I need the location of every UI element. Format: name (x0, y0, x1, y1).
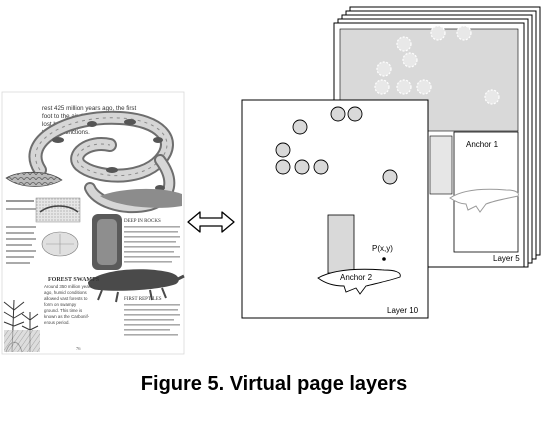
fish-illustration (5, 171, 63, 187)
double-arrow (187, 211, 235, 233)
book-heading-reptiles: FIRST REPTILES (124, 297, 162, 302)
book-text-line: ground. This time is (44, 308, 83, 313)
book-text-line: rest 425 million years ago, the first (42, 105, 137, 112)
book-text-line: allowed vast forests to (44, 296, 88, 301)
book-sidebar-title: DEEP IN ROCKS (124, 219, 161, 224)
book-right-lower-text (124, 304, 180, 336)
figure-caption: Figure 5. Virtual page layers (140, 373, 408, 395)
anchor-2-label: Anchor 2 (340, 273, 373, 282)
book-right-column: DEEP IN ROCKS (124, 219, 180, 263)
back-layer-stack: Anchor 1 Layer 5 (333, 6, 541, 268)
creature-illustration (100, 188, 182, 208)
layer-5: Anchor 1 Layer 5 (333, 22, 525, 268)
book-page-number: 76 (76, 346, 81, 351)
point-label: P(x,y) (372, 244, 393, 253)
book-side-text (6, 200, 36, 264)
book-text-line: known as the Carbonif- (44, 314, 90, 319)
anchor-1-label: Anchor 1 (466, 140, 499, 149)
anchor-2-reptile-outline (317, 268, 401, 295)
book-page: rest 425 million years ago, the first fo… (1, 91, 185, 355)
book-text-line: form on swampy (44, 302, 77, 307)
book-text-line: ago, humid conditions (44, 290, 88, 295)
layer-10-gray-rect (327, 214, 355, 274)
reptile-illustration (88, 269, 179, 291)
book-left-text: Around 350 million years ago, humid cond… (44, 284, 93, 325)
book-text-line: erous period. (44, 320, 70, 325)
layer-5-label: Layer 5 (493, 254, 520, 263)
book-text-line: Around 350 million years (44, 284, 93, 289)
layer-5-small-rect (429, 135, 453, 195)
layer-10: P(x,y) Anchor 2 Layer 10 (241, 99, 429, 319)
book-heading-forest: FOREST SWAMPS (48, 277, 100, 283)
layer-10-label: Layer 10 (387, 306, 419, 315)
layer-10-circles (275, 106, 398, 185)
layer-5-reptile-outline (449, 188, 519, 213)
layer-5-circles (374, 25, 500, 105)
point-marker (382, 257, 386, 261)
layer-10-frame (241, 99, 429, 319)
